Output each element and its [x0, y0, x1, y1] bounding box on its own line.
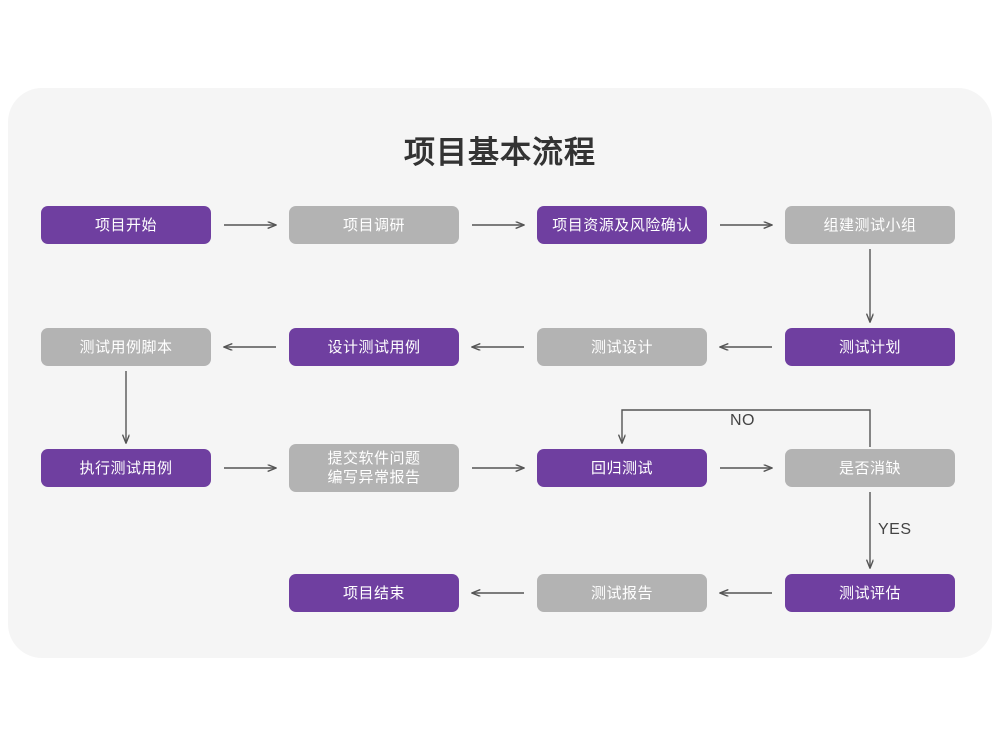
node-project-start[interactable]: 项目开始 [41, 206, 211, 244]
node-project-end[interactable]: 项目结束 [289, 574, 459, 612]
node-test-evaluation[interactable]: 测试评估 [785, 574, 955, 612]
node-test-report[interactable]: 测试报告 [537, 574, 707, 612]
flowchart-card [8, 88, 992, 658]
node-test-case-script[interactable]: 测试用例脚本 [41, 328, 211, 366]
node-test-design[interactable]: 测试设计 [537, 328, 707, 366]
node-execute-test-case[interactable]: 执行测试用例 [41, 449, 211, 487]
node-defect-cleared[interactable]: 是否消缺 [785, 449, 955, 487]
node-regression-test[interactable]: 回归测试 [537, 449, 707, 487]
node-submit-bug-report[interactable]: 提交软件问题 编写异常报告 [289, 444, 459, 492]
node-design-test-case[interactable]: 设计测试用例 [289, 328, 459, 366]
node-resource-risk-confirm[interactable]: 项目资源及风险确认 [537, 206, 707, 244]
page-title: 项目基本流程 [404, 135, 596, 170]
edge-label-yes: YES [878, 521, 912, 538]
node-project-research[interactable]: 项目调研 [289, 206, 459, 244]
node-form-test-team[interactable]: 组建测试小组 [785, 206, 955, 244]
edge-label-no: NO [730, 412, 755, 429]
node-test-plan[interactable]: 测试计划 [785, 328, 955, 366]
